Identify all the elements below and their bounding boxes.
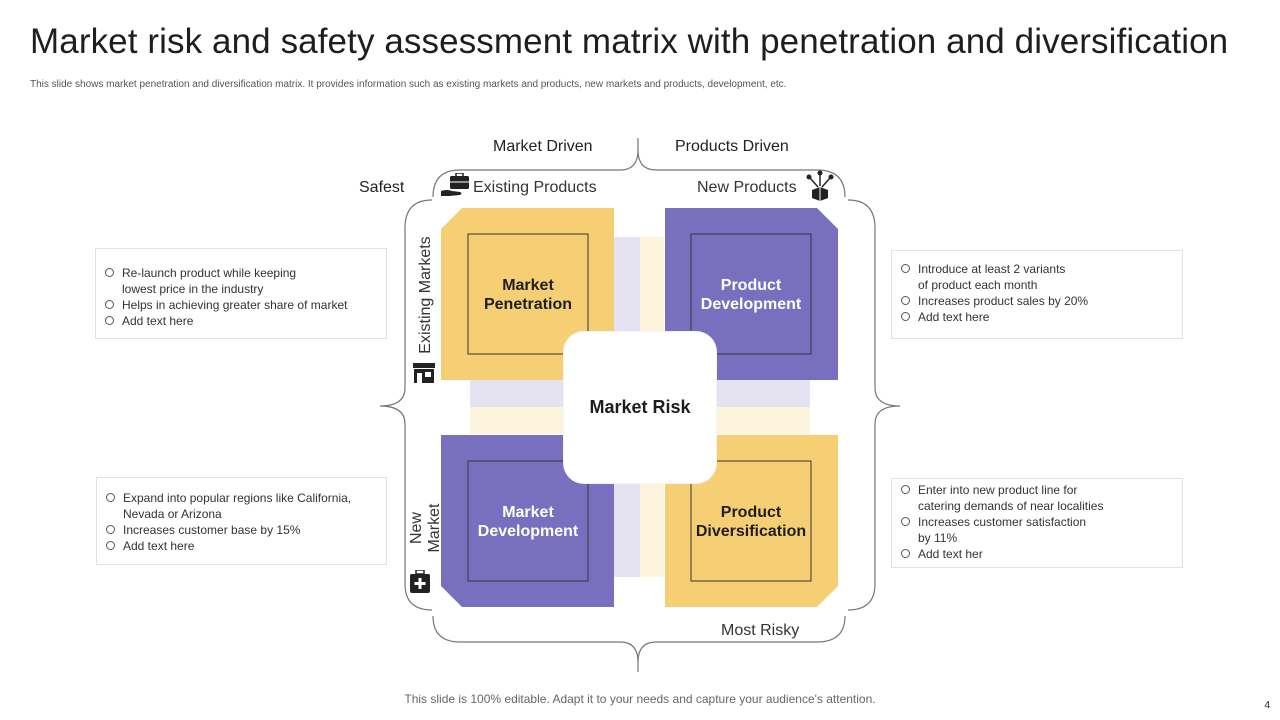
bullet-circle-icon [901, 517, 910, 526]
products-driven-header: Products Driven [675, 138, 789, 155]
bullet-item: Enter into new product line for catering … [892, 482, 1182, 514]
textbox-bottom-right-list: Enter into new product line for catering … [892, 479, 1182, 562]
textbox-top-left: Re-launch product while keeping lowest pr… [95, 248, 387, 339]
quadrant-product-development: Product Development [691, 276, 811, 314]
bullet-text: Add text here [122, 314, 194, 328]
bullet-item: Expand into popular regions like Califor… [97, 490, 386, 522]
textbox-top-right: Introduce at least 2 variants of product … [891, 250, 1183, 339]
bullet-text: Add text here [123, 539, 195, 553]
bullet-item: Increases customer satisfaction by 11% [892, 514, 1182, 546]
market-driven-header: Market Driven [493, 138, 593, 155]
bullet-circle-icon [901, 549, 910, 558]
new-market-label-line2: Market [426, 503, 443, 553]
store-icon [413, 363, 435, 383]
bullet-text: Introduce at least 2 variants [918, 262, 1066, 276]
page-subtitle: This slide shows market penetration and … [30, 79, 787, 90]
bullet-text: Helps in achieving greater share of mark… [122, 298, 348, 312]
bullet-item: Increases product sales by 20% [892, 293, 1182, 309]
quadrant-market-development: Market Development [468, 503, 588, 541]
bullet-item: Increases customer base by 15% [97, 522, 386, 538]
bullet-item: Introduce at least 2 variants of product … [892, 261, 1182, 293]
top-brace [432, 138, 846, 198]
bullet-circle-icon [105, 316, 114, 325]
bullet-text: Nevada or Arizona [123, 507, 222, 521]
bullet-circle-icon [106, 525, 115, 534]
bullet-text: Re-launch product while keeping [122, 266, 297, 280]
bullet-text: Increases customer base by 15% [123, 523, 301, 537]
bullet-text: Add text here [918, 310, 990, 324]
quadrant-market-development-line1: Market [502, 504, 554, 521]
most-risky-label: Most Risky [721, 622, 800, 639]
bullet-text: by 11% [918, 531, 958, 545]
market-risk-center: Market Risk [564, 332, 716, 483]
bullet-item: Helps in achieving greater share of mark… [96, 297, 386, 313]
bullet-text: Add text her [918, 547, 983, 561]
bullet-item: Add text here [96, 313, 386, 329]
bullet-item: Add text here [892, 309, 1182, 325]
quadrant-product-diversification: Product Diversification [686, 503, 816, 541]
quadrant-product-development-line2: Development [700, 296, 802, 313]
briefcase-hand-icon [441, 173, 469, 196]
right-brace [847, 199, 901, 611]
quadrant-top-left-inner [467, 233, 589, 355]
bullet-circle-icon [105, 300, 114, 309]
bullet-circle-icon [901, 485, 910, 494]
bullet-circle-icon [106, 493, 115, 502]
quadrant-product-diversification-line2: Diversification [695, 523, 807, 540]
left-brace [379, 199, 433, 611]
bullet-text: catering demands of near localities [918, 499, 1104, 513]
market-risk-label: Market Risk [589, 397, 691, 417]
fireworks-box-icon [806, 170, 834, 201]
bullet-text: Expand into popular regions like Califor… [123, 491, 352, 505]
existing-markets-label: Existing Markets [417, 236, 434, 354]
quadrant-bottom-right-inner [690, 460, 812, 582]
bullet-item: Re-launch product while keeping lowest pr… [96, 265, 386, 297]
quadrant-market-penetration: Market Penetration [468, 276, 588, 314]
bottom-brace [432, 615, 846, 672]
existing-products-label: Existing Products [473, 179, 597, 196]
textbox-bottom-left: Expand into popular regions like Califor… [96, 477, 387, 565]
page-title: Market risk and safety assessment matrix… [30, 22, 1229, 61]
textbox-top-left-list: Re-launch product while keeping lowest pr… [96, 249, 386, 329]
textbox-top-right-list: Introduce at least 2 variants of product … [892, 251, 1182, 325]
bullet-circle-icon [901, 264, 910, 273]
textbox-bottom-left-list: Expand into popular regions like Califor… [97, 478, 386, 554]
bullet-circle-icon [901, 312, 910, 321]
quadrant-product-development-line1: Product [720, 277, 782, 294]
bullet-circle-icon [106, 541, 115, 550]
safest-label: Safest [359, 179, 405, 196]
bullet-circle-icon [901, 296, 910, 305]
textbox-bottom-right: Enter into new product line for catering … [891, 478, 1183, 568]
bullet-text: lowest price in the industry [122, 282, 264, 296]
footer-note: This slide is 100% editable. Adapt it to… [404, 692, 876, 706]
bullet-circle-icon [105, 268, 114, 277]
bullet-text: Increases customer satisfaction [918, 515, 1087, 529]
new-products-label: New Products [697, 179, 797, 196]
quadrant-market-penetration-line1: Market [502, 277, 554, 294]
page-number: 4 [1264, 700, 1270, 711]
quadrant-market-penetration-line2: Penetration [483, 296, 572, 313]
new-market-label: New Market [408, 476, 444, 580]
bullet-text: Enter into new product line for [918, 483, 1078, 497]
quadrant-top-right-inner [690, 233, 812, 355]
bullet-text: of product each month [918, 278, 1038, 292]
new-market-label-line1: New [408, 512, 425, 545]
bullet-text: Increases product sales by 20% [918, 294, 1089, 308]
bullet-item: Add text her [892, 546, 1182, 562]
quadrant-bottom-left-inner [467, 460, 589, 582]
bullet-item: Add text here [97, 538, 386, 554]
medical-kit-icon [410, 570, 430, 593]
quadrant-market-development-line2: Development [477, 523, 579, 540]
quadrant-product-diversification-line1: Product [720, 504, 782, 521]
